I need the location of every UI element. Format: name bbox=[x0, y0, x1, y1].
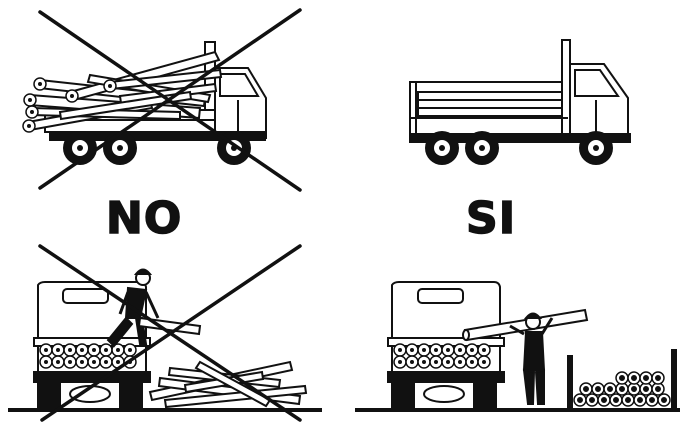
pipes-piled-unevenly bbox=[28, 52, 221, 130]
verdict-label-si: SI bbox=[466, 197, 516, 241]
truck-side-neat bbox=[410, 40, 630, 142]
pipes-scattered-on-ground bbox=[150, 362, 306, 407]
pipe-rack-with-stacked-pipes bbox=[568, 350, 676, 410]
verdict-label-no: NO bbox=[106, 197, 182, 241]
panel-top-right bbox=[410, 40, 630, 165]
panel-bottom-left bbox=[8, 246, 322, 420]
panel-top-left bbox=[23, 10, 300, 190]
panel-bottom-right bbox=[355, 282, 680, 410]
